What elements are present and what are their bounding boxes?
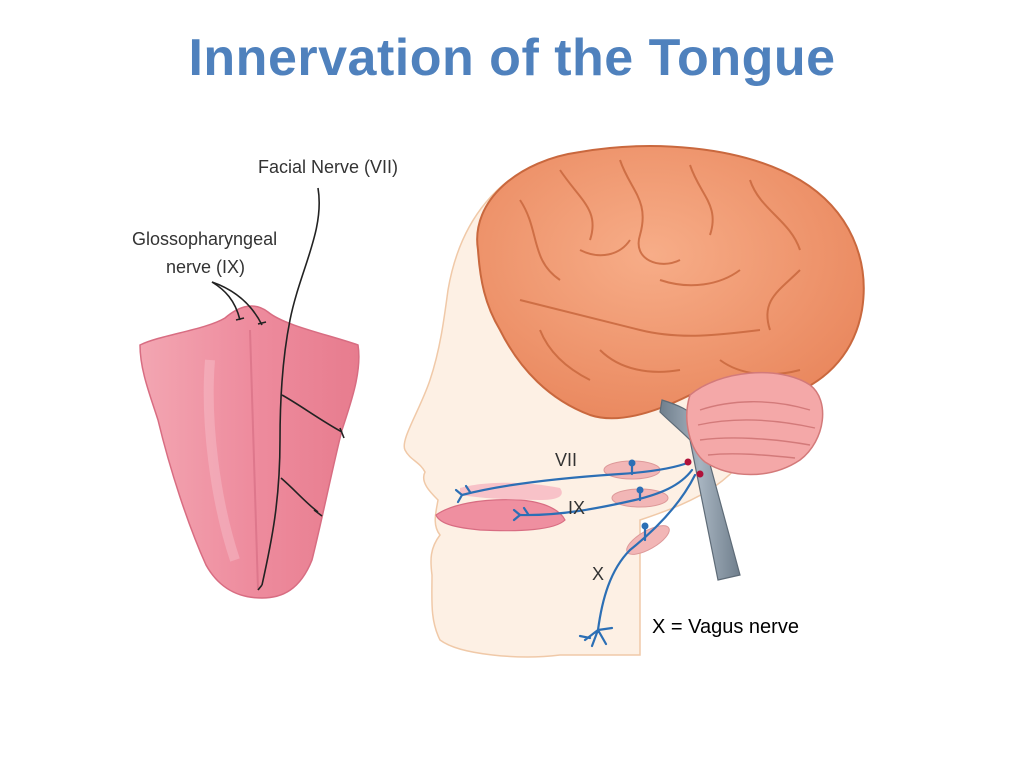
nerve-ix-path <box>518 468 694 517</box>
brainstem <box>659 399 741 581</box>
tongue-shape <box>139 305 360 599</box>
facial-nerve-line <box>257 187 345 591</box>
label-glossopharyngeal-line2: nerve (IX) <box>166 257 245 277</box>
label-nerve-x: X <box>592 564 604 584</box>
label-nerve-ix: IX <box>568 498 585 518</box>
ganglion-cells <box>628 459 649 530</box>
cerebellum <box>686 371 824 476</box>
tongue-highlight <box>203 359 240 562</box>
isolated-tongue <box>139 305 360 599</box>
slide-title: Innervation of the Tongue <box>188 29 836 87</box>
glossopharyngeal-leader <box>211 281 267 326</box>
nerve-vii-path <box>460 460 692 497</box>
brain <box>476 145 865 581</box>
nerve-x-path <box>596 473 697 632</box>
nucleus-markers <box>684 458 704 478</box>
mouth-tongue <box>435 499 566 532</box>
tongue-midline <box>249 329 259 591</box>
mouth-palate <box>460 482 562 500</box>
label-nerve-vii: VII <box>555 450 577 470</box>
label-glossopharyngeal-line1: Glossopharyngeal <box>132 229 277 249</box>
label-facial-nerve: Facial Nerve (VII) <box>258 157 398 177</box>
vagus-caption: X = Vagus nerve <box>652 616 799 638</box>
